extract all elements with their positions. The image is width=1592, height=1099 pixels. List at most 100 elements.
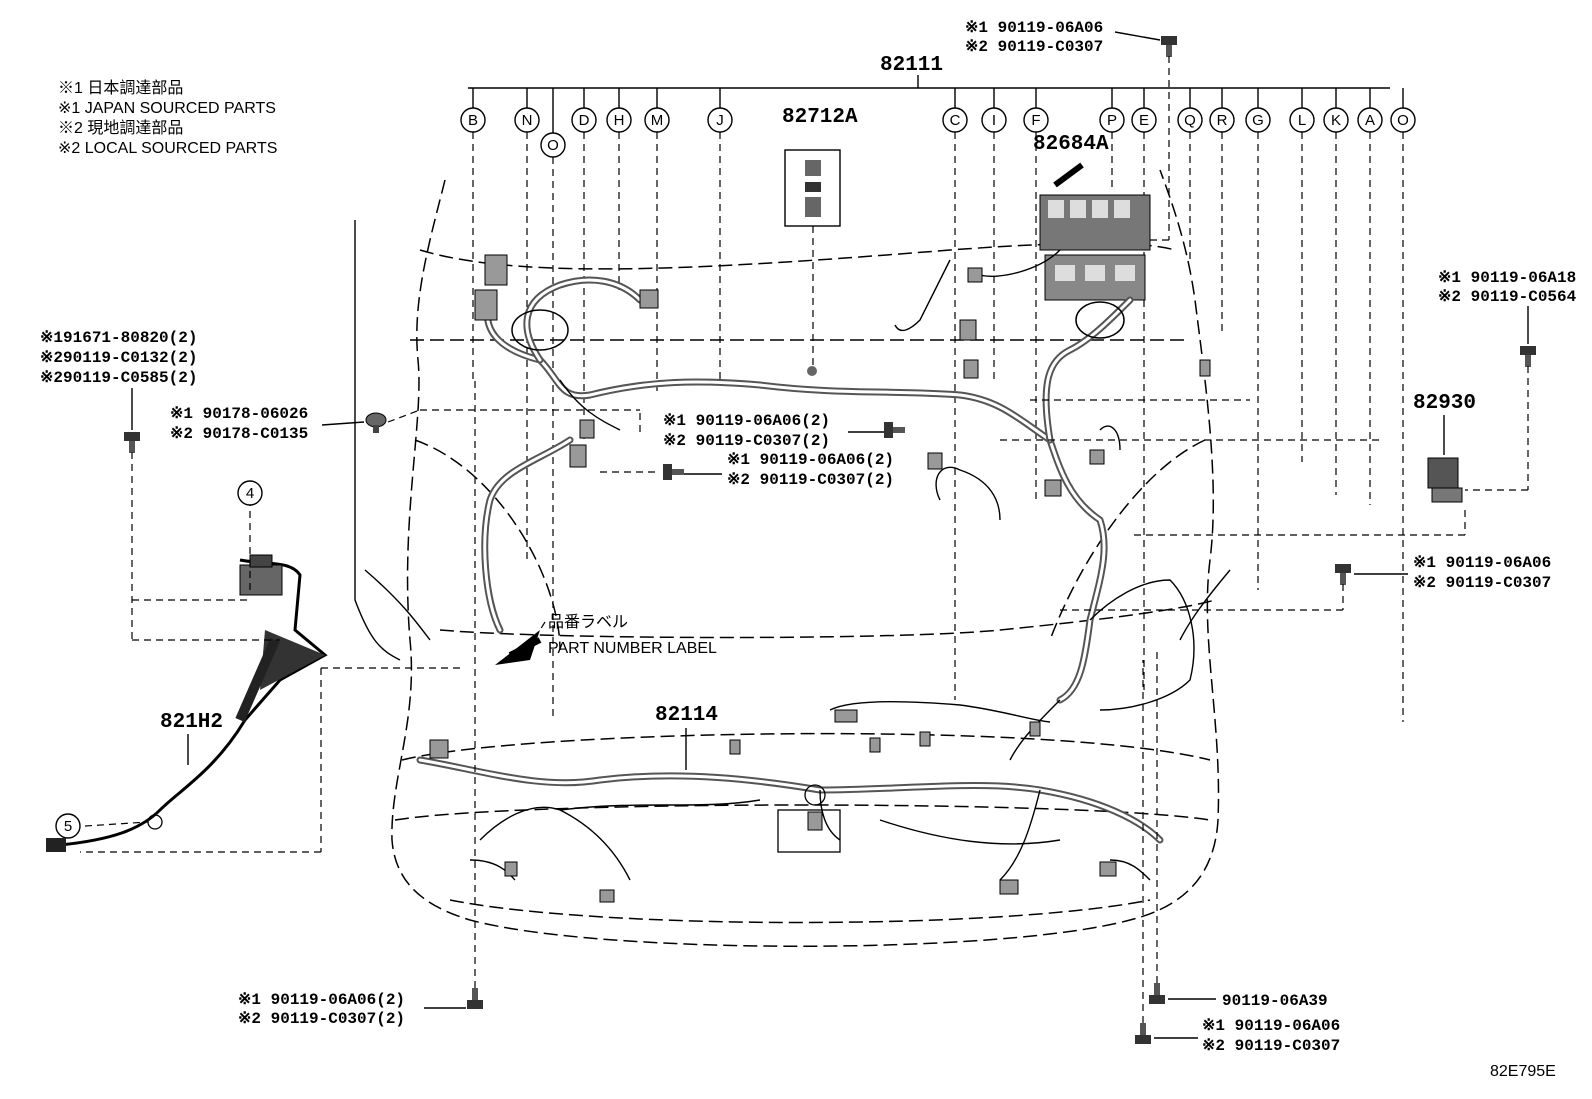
top-bolt-label-1: ※1 90119-06A06: [965, 19, 1103, 37]
callout-f: F: [1023, 88, 1049, 500]
callout-letter: B: [468, 112, 478, 129]
callout-letter: 5: [64, 818, 72, 835]
callout-4: 4: [237, 480, 263, 506]
callout-circle: [1177, 107, 1203, 133]
clip-label-2: ※2 90178-C0135: [170, 425, 308, 443]
callout-letter: O: [1397, 112, 1409, 129]
callout-circle: [1099, 107, 1125, 133]
callout-circle: [571, 107, 597, 133]
callout-letter: N: [522, 112, 533, 129]
part-82930: 82930: [1413, 392, 1476, 503]
harness-82111-callout-tree: 82111: [468, 54, 1390, 89]
part-82684A: 82684A: [1033, 133, 1151, 301]
callout-o1: O: [540, 88, 566, 720]
callout-letter: H: [614, 112, 625, 129]
callout-circle: [1289, 107, 1315, 133]
callout-circle: [942, 107, 968, 133]
legend-line-1: ※1 日本調達部品: [58, 79, 183, 97]
callout-o2: O: [1390, 88, 1416, 722]
clip-icon: [365, 412, 387, 433]
callout-letter: J: [716, 112, 724, 129]
bolt-icon: [1149, 983, 1165, 1004]
part-821H2-label: 821H2: [160, 711, 223, 734]
callout-j: J: [707, 88, 733, 380]
callout-r: R: [1209, 88, 1235, 333]
left-bolt-label-3: ※290119-C0585(2): [40, 369, 197, 387]
callout-letter: C: [950, 112, 961, 129]
callout-k: K: [1323, 88, 1349, 495]
vehicle-body-outline: [354, 169, 1231, 947]
bottom-right-bolt-a-label: 90119-06A39: [1222, 992, 1328, 1010]
part-82114-label: 82114: [655, 704, 718, 727]
bolt-icon: [884, 422, 905, 438]
callout-letter: K: [1331, 112, 1341, 129]
bolt-icon: [663, 464, 684, 480]
callout-circle: [606, 107, 632, 133]
part-number-label-note: 品番ラベル PART NUMBER LABEL: [495, 613, 717, 665]
clip-label-1: ※1 90178-06026: [170, 405, 308, 423]
diagram-code: 82E795E: [1490, 1063, 1556, 1080]
part-number-label-en: PART NUMBER LABEL: [548, 640, 717, 657]
callout-letter: Q: [1184, 112, 1196, 129]
callout-e: E: [1131, 88, 1157, 690]
fastener-icons: [124, 36, 1536, 1044]
callout-circle: [644, 107, 670, 133]
part-82930-label: 82930: [1413, 392, 1476, 415]
callout-circle: [1390, 107, 1416, 133]
bolt-icon: [124, 432, 140, 453]
callout-letter: M: [651, 112, 664, 129]
part-821H2: 821H2: [46, 554, 328, 852]
bottom-right-bolt-b-label-2: ※2 90119-C0307: [1202, 1037, 1340, 1055]
callout-letter: 4: [246, 485, 254, 502]
callout-letter: R: [1217, 112, 1228, 129]
callout-circle: [460, 107, 486, 133]
callout-circle: [707, 107, 733, 133]
callout-i: I: [981, 88, 1007, 380]
callout-letter: A: [1365, 112, 1375, 129]
right-bolt-a-label-2: ※2 90119-C0564: [1438, 288, 1577, 306]
legend-line-3: ※2 現地調達部品: [58, 119, 183, 137]
part-82684A-label: 82684A: [1033, 133, 1109, 156]
center-bolt-1-label-2: ※2 90119-C0307(2): [663, 432, 830, 450]
bottom-right-bolt-b-label-1: ※1 90119-06A06: [1202, 1017, 1340, 1035]
callout-5: 5: [55, 813, 81, 839]
part-82712A-label: 82712A: [782, 106, 858, 129]
callout-a: A: [1357, 88, 1383, 505]
callout-m: M: [644, 88, 670, 395]
callout-letter: F: [1031, 112, 1040, 129]
harness-82114: 82114: [416, 701, 1164, 903]
center-bolt-2-label-2: ※2 90119-C0307(2): [727, 471, 894, 489]
callout-letter: I: [992, 112, 996, 129]
bolt-icon: [1135, 1023, 1151, 1044]
callout-circle: [1209, 107, 1235, 133]
callout-circle: [55, 813, 81, 839]
callout-l: L: [1289, 88, 1315, 462]
part-82712A: 82712A: [782, 106, 858, 370]
legend: ※1 日本調達部品 ※1 JAPAN SOURCED PARTS ※2 現地調達…: [58, 79, 277, 157]
callout-circle: [1323, 107, 1349, 133]
part-number-label-ja: 品番ラベル: [548, 613, 628, 631]
bolt-icon: [1335, 564, 1351, 585]
bottom-left-bolt-label-2: ※2 90119-C0307(2): [238, 1010, 405, 1028]
callout-letter: G: [1252, 112, 1264, 129]
right-bolt-b-label-1: ※1 90119-06A06: [1413, 554, 1551, 572]
right-bolt-a-label-1: ※1 90119-06A18: [1438, 269, 1576, 287]
callout-letter: L: [1298, 112, 1306, 129]
harness-82111-wiring: [474, 249, 1211, 761]
callout-letter: O: [547, 137, 559, 154]
left-bolt-label-1: ※191671-80820(2): [40, 329, 197, 347]
bolt-icon: [467, 988, 483, 1009]
callout-c: C: [942, 88, 968, 700]
callout-letter: D: [579, 112, 590, 129]
callout-circle: [1131, 107, 1157, 133]
callout-circle: [514, 107, 540, 133]
callout-p: P: [1099, 88, 1125, 190]
callout-circle: [981, 107, 1007, 133]
callout-g: G: [1245, 88, 1271, 590]
center-bolt-2-label-1: ※1 90119-06A06(2): [727, 451, 894, 469]
fastener-labels: ※1 90119-06A06 ※2 90119-C0307 ※1 90119-0…: [40, 19, 1577, 1055]
callout-circle: [1245, 107, 1271, 133]
right-bolt-b-label-2: ※2 90119-C0307: [1413, 574, 1551, 592]
